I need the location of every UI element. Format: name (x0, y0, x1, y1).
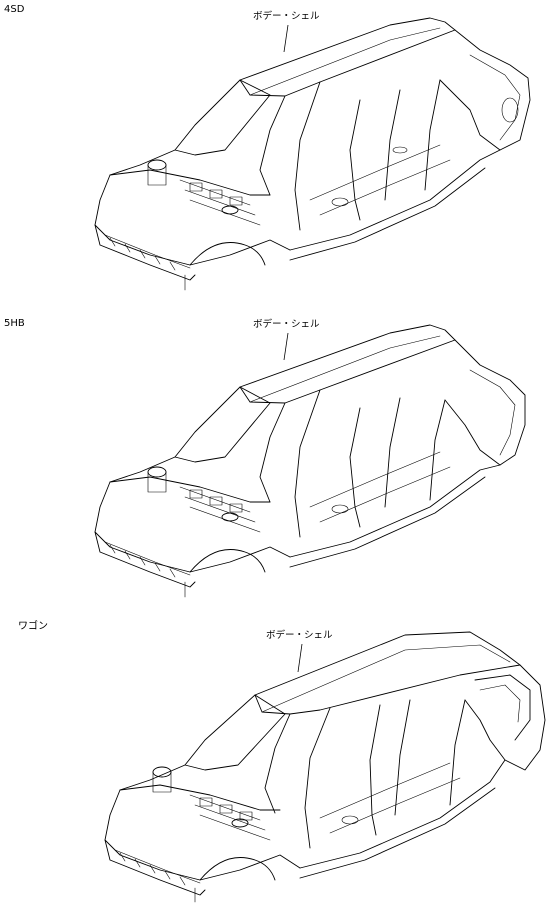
variant-label-5hb: 5HB (4, 318, 25, 329)
body-shell-drawing-4sd (94, 17, 531, 291)
body-shell-drawing-wagon (104, 631, 546, 903)
panel-wagon: ワゴン ボデー・シェル (0, 610, 551, 904)
callout-body-shell-wagon: ボデー・シェル (266, 630, 333, 641)
variant-label-wagon: ワゴン (18, 621, 48, 632)
variant-label-4sd: 4SD (4, 4, 25, 15)
body-shell-drawing-5hb (94, 324, 526, 598)
callout-body-shell-4sd: ボデー・シェル (253, 11, 320, 22)
callout-body-shell-5hb: ボデー・シェル (253, 319, 320, 330)
panel-4sd: 4SD ボデー・シェル (0, 0, 551, 300)
panel-5hb: 5HB ボデー・シェル (0, 305, 551, 605)
